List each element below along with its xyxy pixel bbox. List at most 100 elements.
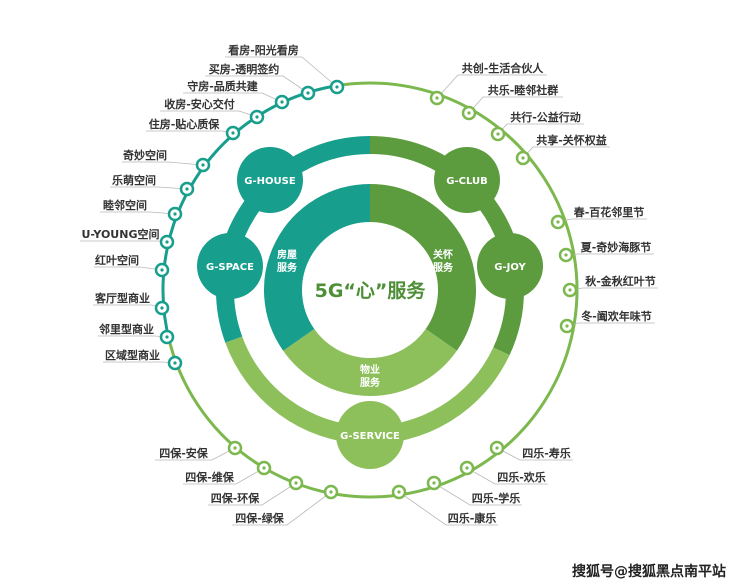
outer-node-dot bbox=[465, 466, 469, 470]
hub-circle-g-space bbox=[197, 233, 263, 299]
outer-node-dot bbox=[280, 100, 284, 104]
outer-label: 四保-维保 bbox=[185, 470, 235, 484]
outer-label: 秋-金秋红叶节 bbox=[585, 274, 656, 288]
outer-label: 守房-品质共建 bbox=[187, 79, 259, 93]
leader-line bbox=[110, 186, 188, 190]
leader-line bbox=[496, 447, 573, 461]
outer-node-dot bbox=[233, 446, 237, 450]
inner-ring-care bbox=[369, 184, 476, 351]
leader-line bbox=[466, 467, 548, 485]
outer-node-dot bbox=[173, 212, 177, 216]
outer-node-dot bbox=[165, 335, 169, 339]
outer-label: 夏-奇妙海豚节 bbox=[581, 240, 652, 254]
inner-label-care: 服务 bbox=[433, 261, 454, 274]
outer-label: 住房-贴心质保 bbox=[149, 117, 221, 131]
outer-label: 红叶空间 bbox=[95, 253, 139, 267]
outer-node-dot bbox=[496, 132, 500, 136]
leader-line bbox=[100, 211, 176, 215]
outer-node-dot bbox=[329, 490, 333, 494]
leader-line bbox=[122, 161, 204, 166]
outer-label: 客厅型商业 bbox=[94, 291, 150, 305]
leader-line bbox=[208, 482, 297, 506]
outer-node-dot bbox=[435, 96, 439, 100]
outer-node-dot bbox=[231, 131, 235, 135]
inner-ring-house bbox=[264, 184, 371, 351]
outer-label: 四乐-康乐 bbox=[448, 511, 497, 525]
outer-label: 四乐-学乐 bbox=[472, 491, 521, 505]
outer-node-dot bbox=[160, 306, 164, 310]
outer-label: U-YOUNG空间 bbox=[82, 227, 160, 241]
outer-label: 睦邻空间 bbox=[103, 198, 147, 212]
outer-node-dot bbox=[397, 490, 401, 494]
outer-node-dot bbox=[201, 163, 205, 167]
outer-node-dot bbox=[294, 481, 298, 485]
leader-line bbox=[183, 92, 283, 103]
outer-node-dot bbox=[262, 466, 266, 470]
outer-label: 奇妙空间 bbox=[123, 148, 167, 162]
leader-line bbox=[225, 56, 338, 88]
leader-line bbox=[94, 266, 163, 271]
hub-circle-g-club bbox=[434, 147, 500, 213]
hub-circle-g-joy bbox=[477, 233, 543, 299]
outer-node-dot bbox=[564, 253, 568, 257]
hub-label-g-service: G-SERVICE bbox=[340, 431, 400, 442]
leader-line bbox=[557, 218, 647, 223]
leader-line bbox=[183, 467, 265, 485]
leader-line bbox=[497, 123, 584, 135]
outer-node-dot bbox=[255, 115, 259, 119]
outer-label: 四保-环保 bbox=[211, 491, 261, 505]
outer-label: 看房-阳光看房 bbox=[228, 43, 299, 57]
outer-label: 买房-透明签约 bbox=[209, 62, 280, 76]
hub-label-g-house: G-HOUSE bbox=[244, 176, 296, 187]
leader-line bbox=[155, 447, 236, 461]
outer-node-dot bbox=[565, 324, 569, 328]
hub-circle-g-service bbox=[336, 401, 404, 469]
center-title: 5G“心”服务 bbox=[315, 279, 427, 302]
leader-line bbox=[232, 491, 332, 526]
inner-label-property: 服务 bbox=[360, 376, 381, 389]
outer-node-dot bbox=[467, 111, 471, 115]
leader-line bbox=[146, 130, 234, 134]
outer-node-dot bbox=[185, 187, 189, 191]
inner-label-house: 房屋 bbox=[277, 248, 297, 261]
leader-line bbox=[398, 491, 498, 526]
inner-label-property: 物业 bbox=[360, 363, 380, 376]
outer-label: 共行-公益行动 bbox=[510, 110, 581, 124]
leader-line bbox=[93, 304, 163, 309]
inner-label-care: 关怀 bbox=[433, 248, 453, 261]
leader-line bbox=[569, 287, 658, 291]
outer-node-dot bbox=[432, 481, 436, 485]
hub-label-g-joy: G-JOY bbox=[494, 262, 526, 273]
outer-node-dot bbox=[495, 446, 499, 450]
outer-label: 四乐-欢乐 bbox=[497, 470, 546, 484]
leader-line bbox=[566, 322, 655, 327]
outer-node-dot bbox=[521, 156, 525, 160]
outer-node-dot bbox=[173, 361, 177, 365]
outer-node-dot bbox=[160, 268, 164, 272]
outer-node-dot bbox=[306, 91, 310, 95]
leader-line bbox=[436, 74, 547, 99]
leader-line bbox=[205, 75, 309, 94]
inner-ring-property bbox=[283, 328, 457, 396]
outer-label: 共享-关怀权益 bbox=[536, 133, 607, 147]
hub-label-g-space: G-SPACE bbox=[206, 262, 254, 273]
outer-node-dot bbox=[165, 240, 169, 244]
outer-label: 邻里型商业 bbox=[98, 322, 154, 336]
outer-label: 乐萌空间 bbox=[112, 173, 156, 187]
leader-line bbox=[103, 361, 176, 364]
outer-node-dot bbox=[335, 85, 339, 89]
inner-label-house: 服务 bbox=[277, 261, 298, 274]
hub-circle-g-house bbox=[237, 147, 303, 213]
outer-label: 四保-绿保 bbox=[235, 511, 285, 525]
leader-line bbox=[433, 482, 522, 506]
outer-node-dot bbox=[568, 288, 572, 292]
outer-label: 春-百花邻里节 bbox=[574, 205, 645, 219]
leader-line bbox=[160, 110, 258, 118]
outer-label: 收房-安心交付 bbox=[164, 97, 235, 111]
leader-line bbox=[98, 335, 168, 338]
leader-line bbox=[565, 253, 654, 256]
outer-ring-green bbox=[168, 81, 579, 499]
outer-node-dot bbox=[556, 220, 560, 224]
